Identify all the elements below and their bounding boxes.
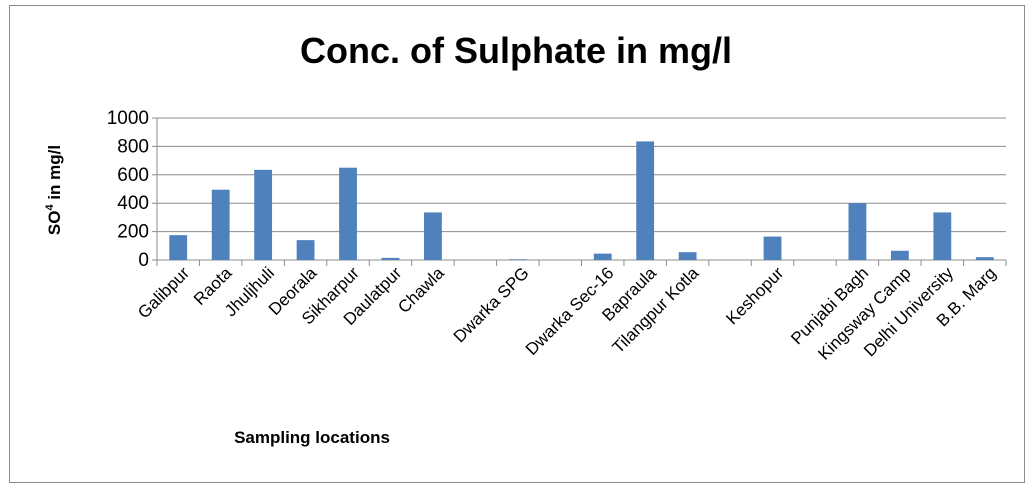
x-tick-label: Chawla — [394, 263, 448, 317]
bar — [593, 253, 612, 260]
bar — [890, 250, 909, 260]
bar — [933, 212, 952, 260]
x-axis-label: Sampling locations — [234, 428, 390, 447]
bar — [169, 235, 188, 260]
bar — [508, 259, 527, 260]
bar — [636, 141, 655, 260]
y-tick-label: 1000 — [107, 108, 149, 129]
axes — [152, 117, 1007, 266]
x-tick-labels: GalibpurRaotaJhuljhuliDeoralaSikharpurDa… — [134, 263, 999, 364]
bar — [381, 257, 400, 260]
y-tick-labels: 0 200 400 600 800 1000 — [107, 108, 149, 271]
bar — [424, 212, 442, 260]
bar — [339, 167, 357, 260]
x-tick-label: Dwarka SPG — [450, 263, 533, 346]
bar-series — [169, 141, 994, 260]
y-tick-label: 600 — [117, 165, 149, 186]
x-tick-label: Galibpur — [134, 263, 193, 322]
bar — [678, 252, 697, 260]
bar — [848, 203, 867, 260]
bar — [296, 240, 315, 260]
bar — [211, 189, 230, 260]
bar — [975, 257, 994, 260]
bar — [763, 236, 782, 260]
gridlines — [157, 117, 1006, 261]
y-tick-label: 0 — [138, 250, 149, 271]
x-tick-label: Keshopur — [722, 263, 787, 328]
y-tick-label: 400 — [117, 193, 149, 214]
y-tick-label: 800 — [117, 136, 149, 157]
chart-title: Conc. of Sulphate in mg/l — [300, 30, 732, 71]
y-axis-label: SO4 in mg/l — [44, 145, 64, 235]
bar — [254, 169, 273, 260]
y-tick-label: 200 — [117, 222, 149, 243]
